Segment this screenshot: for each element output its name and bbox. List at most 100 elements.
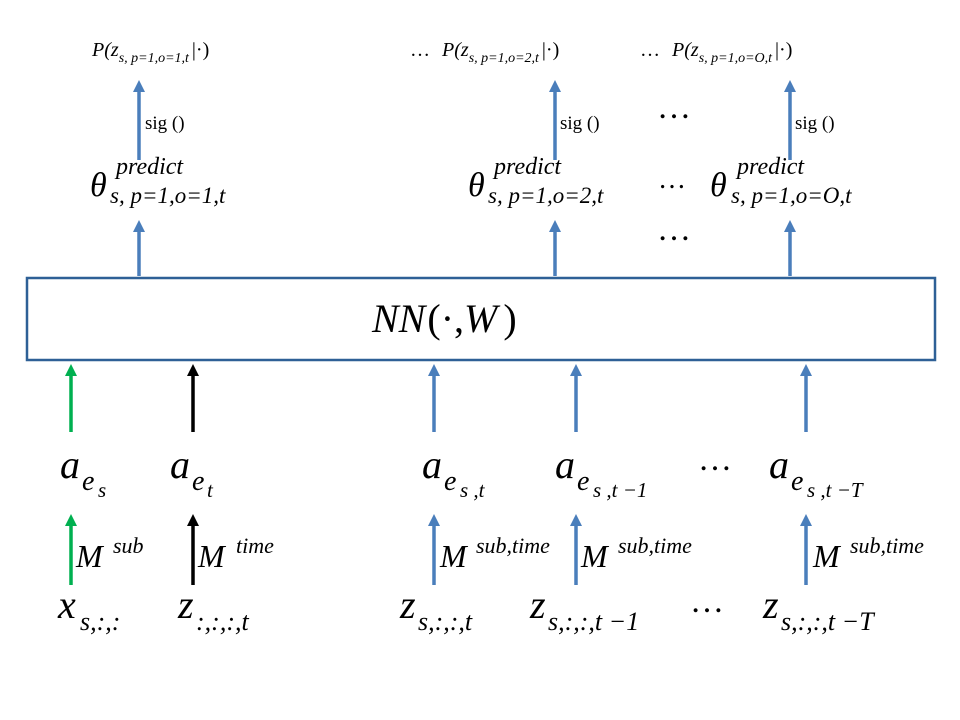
- matrix-2-var: M: [197, 538, 227, 574]
- matrix-3-var: M: [439, 538, 469, 574]
- embedding-1-sub: s: [98, 478, 106, 502]
- prob-2-sub: s, p=1,o=2,t: [469, 51, 540, 66]
- input-4-var: z: [529, 582, 546, 627]
- theta-1-sup: predict: [114, 154, 184, 180]
- network-dot: ·: [441, 296, 454, 341]
- prob-3-prefix: …: [640, 39, 660, 61]
- matrix-1: M sub: [75, 533, 144, 574]
- ellipsis-box: …: [657, 211, 691, 248]
- input-2-var: z: [177, 582, 194, 627]
- embedding-4-base: e: [577, 466, 589, 497]
- prob-3-sub: s, p=1,o=O,t: [699, 51, 773, 66]
- input-arrows: [65, 514, 812, 585]
- output-arrows: [133, 80, 796, 276]
- prob-2-func: P(: [441, 39, 462, 61]
- prob-1-var: z: [110, 39, 119, 61]
- ellipsis-input: …: [690, 583, 724, 620]
- embedding-1: a e s: [60, 442, 106, 502]
- embedding-2-base: e: [192, 466, 204, 497]
- matrix-5: M sub,time: [812, 533, 924, 574]
- prob-1-sub: s, p=1,o=1,t: [119, 51, 190, 66]
- embedding-2-var: a: [170, 442, 190, 487]
- input-5-sub: s,:,:,t −T: [781, 607, 875, 636]
- input-4: z s,:,:,t −1: [529, 582, 639, 636]
- embedding-3-base: e: [444, 466, 456, 497]
- input-3-sub: s,:,:,t: [418, 607, 473, 636]
- input-1-sub: s,:,:: [80, 607, 120, 636]
- input-2: z :,:,:,t: [177, 582, 249, 636]
- ellipsis-theta: …: [658, 164, 686, 195]
- embedding-2-sub: t: [207, 478, 214, 502]
- embedding-1-var: a: [60, 442, 80, 487]
- theta-2: θ predict s, p=1,o=2,t: [468, 154, 604, 208]
- network-comma: ,: [454, 296, 464, 341]
- network-weight: W: [464, 296, 501, 341]
- input-5: z s,:,:,t −T: [762, 582, 875, 636]
- matrix-4: M sub,time: [580, 533, 692, 574]
- matrix-2: M time: [197, 533, 274, 574]
- matrix-3-sup: sub,time: [476, 533, 550, 558]
- prob-2-var: z: [460, 39, 469, 61]
- embedding-3-var: a: [422, 442, 442, 487]
- matrix-4-sup: sub,time: [618, 533, 692, 558]
- input-1-var: x: [57, 582, 76, 627]
- theta-1-sub: s, p=1,o=1,t: [110, 183, 226, 208]
- matrix-4-var: M: [580, 538, 610, 574]
- embedding-3-sub: s ,t: [460, 478, 486, 502]
- embedding-1-base: e: [82, 466, 94, 497]
- sig-label-1: sig (): [145, 113, 185, 134]
- theta-2-sub: s, p=1,o=2,t: [488, 183, 604, 208]
- network-box: [25, 276, 937, 362]
- embedding-4-sub: s ,t −1: [593, 478, 647, 502]
- prob-3-var: z: [690, 39, 699, 61]
- prob-2-given: |·): [542, 39, 559, 61]
- matrix-5-sup: sub,time: [850, 533, 924, 558]
- theta-1: θ predict s, p=1,o=1,t: [90, 154, 226, 208]
- theta-3: θ predict s, p=1,o=O,t: [710, 154, 852, 208]
- theta-2-symbol: θ: [468, 167, 485, 204]
- matrix-1-var: M: [75, 538, 105, 574]
- network-label: NN(·,W): [371, 296, 517, 341]
- input-5-var: z: [762, 582, 779, 627]
- theta-3-symbol: θ: [710, 167, 727, 204]
- matrix-1-sup: sub: [113, 533, 144, 558]
- embedding-3: a e s ,t: [422, 442, 486, 502]
- embedding-5-base: e: [791, 466, 803, 497]
- ellipsis-sig: …: [657, 89, 691, 126]
- embedding-5: a e s ,t −T: [769, 442, 864, 502]
- input-1: x s,:,:: [57, 582, 120, 636]
- network-close: ): [503, 296, 516, 341]
- theta-3-sup: predict: [735, 154, 805, 180]
- embedding-5-var: a: [769, 442, 789, 487]
- prob-3-func: P(: [671, 39, 692, 61]
- prob-label-3: … P(zs, p=1,o=O,t|·): [640, 39, 792, 66]
- prob-1-func: P(: [91, 39, 112, 61]
- embedding-4-var: a: [555, 442, 575, 487]
- network-open: (: [427, 296, 440, 341]
- theta-1-symbol: θ: [90, 167, 107, 204]
- sig-label-2: sig (): [560, 113, 600, 134]
- embedding-4: a e s ,t −1: [555, 442, 647, 502]
- network-name: NN: [371, 296, 428, 341]
- ellipsis-embedding: …: [698, 441, 732, 478]
- matrix-3: M sub,time: [439, 533, 550, 574]
- prob-label-2: … P(zs, p=1,o=2,t|·): [410, 39, 559, 66]
- sig-label-3: sig (): [795, 113, 835, 134]
- theta-2-sup: predict: [492, 154, 562, 180]
- prob-2-prefix: …: [410, 39, 430, 61]
- embedding-5-sub: s ,t −T: [807, 478, 864, 502]
- embedding-2: a e t: [170, 442, 214, 502]
- embedding-arrows: [65, 364, 812, 432]
- input-4-sub: s,:,:,t −1: [548, 607, 639, 636]
- input-3: z s,:,:,t: [399, 582, 473, 636]
- matrix-2-sup: time: [236, 533, 274, 558]
- input-2-sub: :,:,:,t: [196, 607, 249, 636]
- prob-1-given: |·): [192, 39, 209, 61]
- matrix-5-var: M: [812, 538, 842, 574]
- prob-label-1: P(zs, p=1,o=1,t|·): [91, 39, 209, 66]
- theta-3-sub: s, p=1,o=O,t: [731, 183, 852, 208]
- prob-3-given: |·): [775, 39, 792, 61]
- input-3-var: z: [399, 582, 416, 627]
